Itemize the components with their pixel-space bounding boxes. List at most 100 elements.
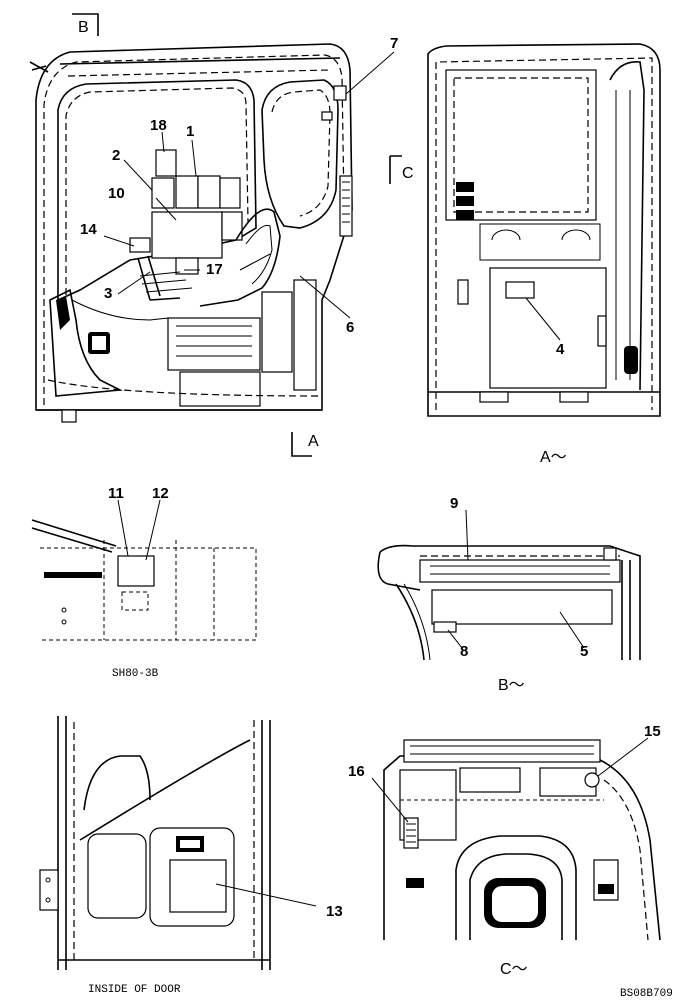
cab-right-seal <box>603 779 649 941</box>
hinge-bolt-1 <box>45 877 51 883</box>
panel-latch <box>597 315 607 347</box>
leader-9 <box>465 509 469 561</box>
decal-1b <box>197 175 221 209</box>
console-detail <box>176 325 252 357</box>
inner-panel <box>121 591 149 611</box>
door-label: INSIDE OF DOOR <box>88 984 181 996</box>
rail-bar <box>44 572 102 578</box>
vent-2 <box>456 196 474 206</box>
right-lever-knob <box>598 884 614 894</box>
pedal-rubber <box>56 296 70 330</box>
bolt-2 <box>61 619 67 625</box>
door-hinge <box>39 869 59 911</box>
leader-16 <box>371 777 409 823</box>
decal-10 <box>151 211 223 259</box>
view-c-title: C～ <box>500 961 528 978</box>
decal-18 <box>155 149 177 177</box>
sh80-label: SH80-3B <box>112 668 159 680</box>
seat-back <box>199 208 281 307</box>
callout-15: 15 <box>644 723 661 740</box>
decal-4 <box>505 281 535 299</box>
view-b: 9 8 5 B～ <box>377 495 641 694</box>
decal-1c <box>219 177 241 209</box>
leader-1 <box>191 139 197 177</box>
callout-1: 1 <box>186 123 194 140</box>
seat-outline <box>455 835 577 940</box>
decal-15 <box>584 772 600 788</box>
door-upper-window <box>83 755 151 811</box>
roof-profile <box>379 544 641 660</box>
travel-pedal-face <box>92 336 106 350</box>
callout-12: 12 <box>152 485 169 502</box>
boom-line-1 <box>31 519 117 547</box>
view-c: 16 15 C～ <box>348 723 661 978</box>
callout-5: 5 <box>580 643 588 660</box>
door-window-lower <box>87 833 147 919</box>
callout-2: 2 <box>112 147 120 164</box>
main-cab-view: B <box>29 13 398 457</box>
callout-11: 11 <box>108 485 124 502</box>
rear-window-seal <box>453 77 589 213</box>
mirror-bracket <box>29 61 49 73</box>
rear-shelf <box>479 223 601 261</box>
overhead-panel <box>403 739 601 763</box>
vent-1 <box>456 182 474 192</box>
decal-13 <box>169 859 227 913</box>
callout-8: 8 <box>460 643 468 660</box>
callout-7: 7 <box>390 35 398 52</box>
callout-13: 13 <box>326 903 343 920</box>
roof-beam-inner <box>67 69 331 77</box>
rear-cab-frame <box>427 43 661 417</box>
left-lever-knob <box>406 878 424 888</box>
rail-detail <box>430 565 610 575</box>
callout-4: 4 <box>556 341 565 358</box>
callout-17: 17 <box>206 261 223 278</box>
decal-2 <box>151 177 175 209</box>
front-window <box>57 79 257 302</box>
overhead-detail <box>410 745 594 755</box>
foot-left <box>479 391 509 403</box>
leader-7 <box>345 51 395 95</box>
roof-beam <box>59 57 341 65</box>
leader-11 <box>117 499 129 557</box>
leader-12 <box>145 499 161 561</box>
monitor-box <box>459 767 521 793</box>
front-pillar-left <box>395 583 425 661</box>
front-lip <box>377 551 421 591</box>
section-marker-a: A <box>308 433 319 450</box>
front-pillar-left-inner <box>403 583 431 661</box>
decal-16-lines <box>406 823 416 843</box>
section-marker-b: B <box>78 19 89 36</box>
door-seal <box>73 720 255 960</box>
latch-clip <box>321 111 333 121</box>
handle-grip <box>624 346 638 374</box>
leader-4 <box>525 297 561 341</box>
roof-rail <box>419 559 621 583</box>
control-levers <box>137 255 181 301</box>
decal-16 <box>403 817 419 849</box>
speaker-right <box>561 229 591 241</box>
door-edges <box>57 716 271 970</box>
leader-2 <box>123 159 153 191</box>
seat-back-inner <box>245 224 273 285</box>
drawing-code: BS08B709 <box>620 988 673 1000</box>
rear-pillar <box>621 560 631 660</box>
section-marker-b-arrow <box>72 13 99 36</box>
section-marker-a-arrow <box>291 432 312 457</box>
callout-10: 10 <box>108 185 125 202</box>
vent-slats <box>342 181 350 223</box>
seat-inner <box>469 853 563 940</box>
floor-dash <box>47 379 321 397</box>
roof-fastener <box>603 547 617 561</box>
seat-cushion-face <box>492 886 538 922</box>
mount-foot <box>61 409 77 423</box>
callout-6: 6 <box>346 319 354 336</box>
leader-6 <box>299 275 351 319</box>
rear-cab-frame-inner <box>435 57 653 410</box>
decal-10b <box>221 211 243 241</box>
view-a: 4 A～ <box>427 43 661 466</box>
right-console <box>261 291 293 373</box>
right-pillar-panel <box>293 279 317 391</box>
front-window-seal <box>65 87 249 295</box>
